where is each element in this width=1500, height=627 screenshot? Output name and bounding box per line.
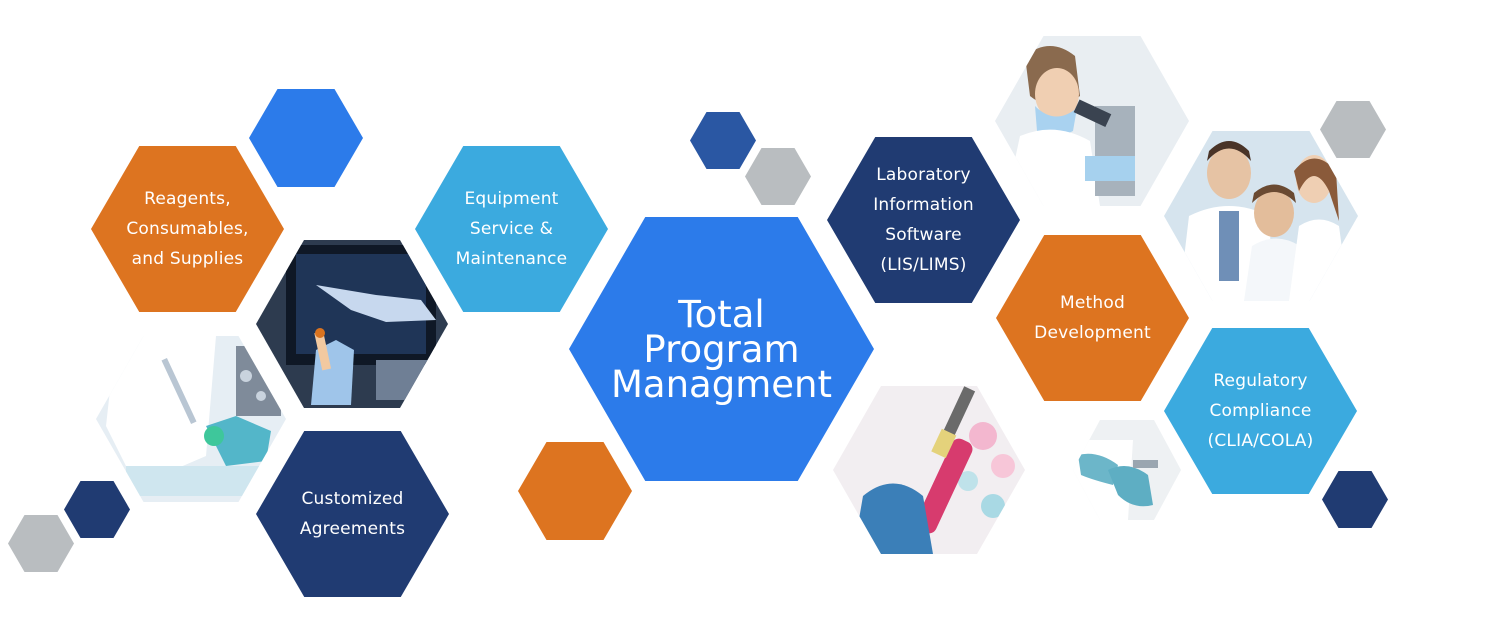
service-label-lis-lims: Laboratory Information Software (LIS/LIM…	[873, 165, 974, 275]
service-hex-regulatory-compliance[interactable]: Regulatory Compliance (CLIA/COLA)	[1164, 328, 1357, 494]
service-label-method-development: Method Development	[1034, 293, 1151, 343]
service-hex-method-development[interactable]: Method Development	[996, 235, 1189, 401]
decor-hex-gray-right	[1320, 101, 1386, 158]
service-label-equipment: Equipment Service & Maintenance	[455, 189, 568, 269]
pipette-flask-photo	[96, 336, 286, 502]
scientists-group-photo	[1164, 131, 1358, 301]
service-hex-equipment[interactable]: Equipment Service & Maintenance	[415, 146, 608, 312]
touchscreen-test-tube-photo	[256, 240, 448, 408]
decor-hex-navy-right	[1322, 471, 1388, 528]
test-tube-pipette-photo	[833, 386, 1025, 554]
decor-hex-orange	[518, 442, 632, 540]
decor-hex-navy-left	[64, 481, 130, 538]
service-label-regulatory-compliance: Regulatory Compliance (CLIA/COLA)	[1207, 371, 1314, 451]
decor-hex-gray-left	[8, 515, 74, 572]
service-label-reagents: Reagents, Consumables, and Supplies	[126, 189, 249, 269]
microscope-scientist-photo	[995, 36, 1189, 206]
decor-hex-gray	[745, 148, 811, 205]
decor-hex-mid-blue	[690, 112, 756, 169]
service-hex-lis-lims[interactable]: Laboratory Information Software (LIS/LIM…	[827, 137, 1020, 303]
service-hex-reagents[interactable]: Reagents, Consumables, and Supplies	[91, 146, 284, 312]
service-label-customized-agreements: Customized Agreements	[299, 489, 406, 539]
gloved-hands-photo	[1073, 420, 1181, 520]
center-label: Total Program Managment	[611, 292, 832, 406]
decor-hex-royal-blue	[249, 89, 363, 187]
center-hex-total-program[interactable]: Total Program Managment	[569, 217, 874, 481]
service-hex-customized-agreements[interactable]: Customized Agreements	[256, 431, 449, 597]
